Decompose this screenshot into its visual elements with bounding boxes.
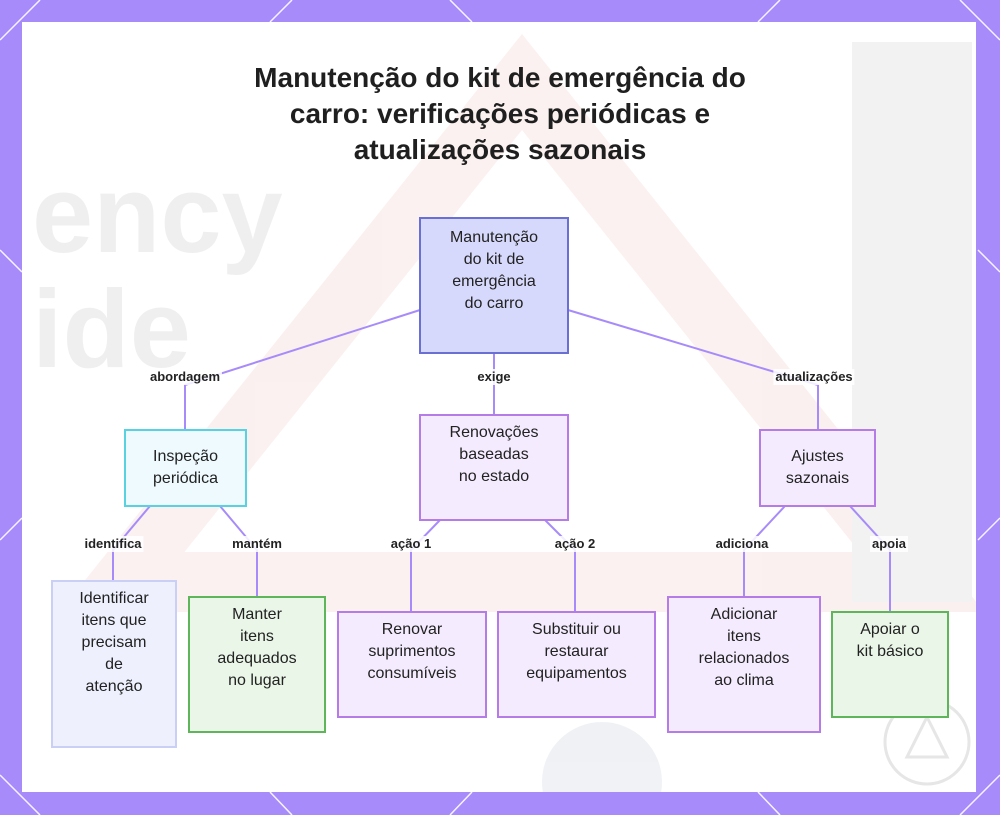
- edge-label-acao-1: ação 1: [388, 536, 434, 552]
- node-renovar-line: Renovar: [381, 621, 443, 638]
- edge-renovacoes-renovar: [410, 519, 441, 611]
- node-substituir-line: restaurar: [544, 643, 609, 660]
- node-renovar-line: consumíveis: [367, 665, 457, 682]
- edge-root-inspecao: [184, 309, 421, 430]
- edge-label-apoia: apoia: [870, 536, 908, 552]
- svg-text:ency: ency: [32, 153, 283, 276]
- node-apoiar-line: Apoiar o: [860, 621, 920, 638]
- node-adicionar-line: itens: [727, 628, 761, 645]
- node-renovacoes-line: Renovações: [449, 424, 539, 441]
- node-root-line: emergência: [452, 273, 536, 290]
- node-root-line: Manutenção: [449, 229, 539, 246]
- node-adicionar-line: ao clima: [714, 672, 774, 689]
- node-manter-line: no lugar: [228, 672, 286, 689]
- edge-label-acao-2: ação 2: [552, 536, 598, 552]
- edge-label-mantem: mantém: [230, 536, 284, 552]
- node-manter-line: Manter: [232, 606, 282, 623]
- edge-label-identifica: identifica: [82, 536, 144, 552]
- node-adicionar-itens: Adicionar itens relacionados ao clima: [667, 596, 821, 733]
- node-identificar-line: precisam: [81, 634, 147, 651]
- node-root-line: do kit de: [463, 251, 525, 268]
- node-manter-line: itens: [240, 628, 274, 645]
- node-renovacoes-line: baseadas: [459, 446, 529, 463]
- node-apoiar-kit: Apoiar o kit básico: [831, 611, 949, 718]
- node-root-line: do carro: [464, 295, 524, 312]
- edge-label-atualizacoes: atualizações: [773, 369, 855, 385]
- node-identificar-line: itens que: [81, 612, 147, 629]
- node-renovacoes: Renovações baseadas no estado: [419, 414, 569, 521]
- node-ajustes-line: sazonais: [785, 470, 850, 487]
- node-root: Manutenção do kit de emergência do carro: [419, 217, 569, 354]
- node-renovacoes-line: no estado: [458, 468, 530, 485]
- node-identificar-line: Identificar: [79, 590, 149, 607]
- node-manter-line: adequados: [217, 650, 297, 667]
- node-substituir-line: Substituir ou: [532, 621, 621, 638]
- edge-label-exige: exige: [475, 369, 513, 385]
- edge-root-ajustes: [567, 309, 819, 430]
- title-line-1: Manutenção do kit de emergência do: [254, 62, 746, 93]
- node-identificar-itens: Identificar itens que precisam de atençã…: [51, 580, 177, 748]
- node-inspecao-line: periódica: [153, 470, 218, 487]
- node-manter-itens: Manter itens adequados no lugar: [188, 596, 326, 733]
- node-ajustes-sazonais: Ajustes sazonais: [759, 429, 876, 507]
- title-line-3: atualizações sazonais: [353, 134, 647, 165]
- node-substituir-line: equipamentos: [526, 665, 627, 682]
- node-adicionar-line: Adicionar: [710, 606, 778, 623]
- node-renovar-suprimentos: Renovar suprimentos consumíveis: [337, 611, 487, 718]
- title-line-2: carro: verificações periódicas e: [289, 98, 711, 129]
- node-identificar-line: de: [105, 656, 123, 673]
- node-identificar-line: atenção: [85, 678, 143, 695]
- node-adicionar-line: relacionados: [698, 650, 790, 667]
- diagram-title: Manutenção do kit de emergência do carro…: [0, 60, 1000, 168]
- node-substituir-equipamentos: Substituir ou restaurar equipamentos: [497, 611, 656, 718]
- node-ajustes-line: Ajustes: [791, 448, 844, 465]
- edge-renovacoes-substituir: [544, 519, 576, 611]
- edge-label-abordagem: abordagem: [147, 369, 223, 385]
- edge-ajustes-apoiar: [849, 505, 891, 611]
- node-apoiar-line: kit básico: [856, 643, 924, 660]
- node-renovar-line: suprimentos: [368, 643, 456, 660]
- node-inspecao-line: Inspeção: [153, 448, 218, 465]
- node-inspecao-periodica: Inspeção periódica: [124, 429, 247, 507]
- edge-label-adiciona: adiciona: [713, 536, 771, 552]
